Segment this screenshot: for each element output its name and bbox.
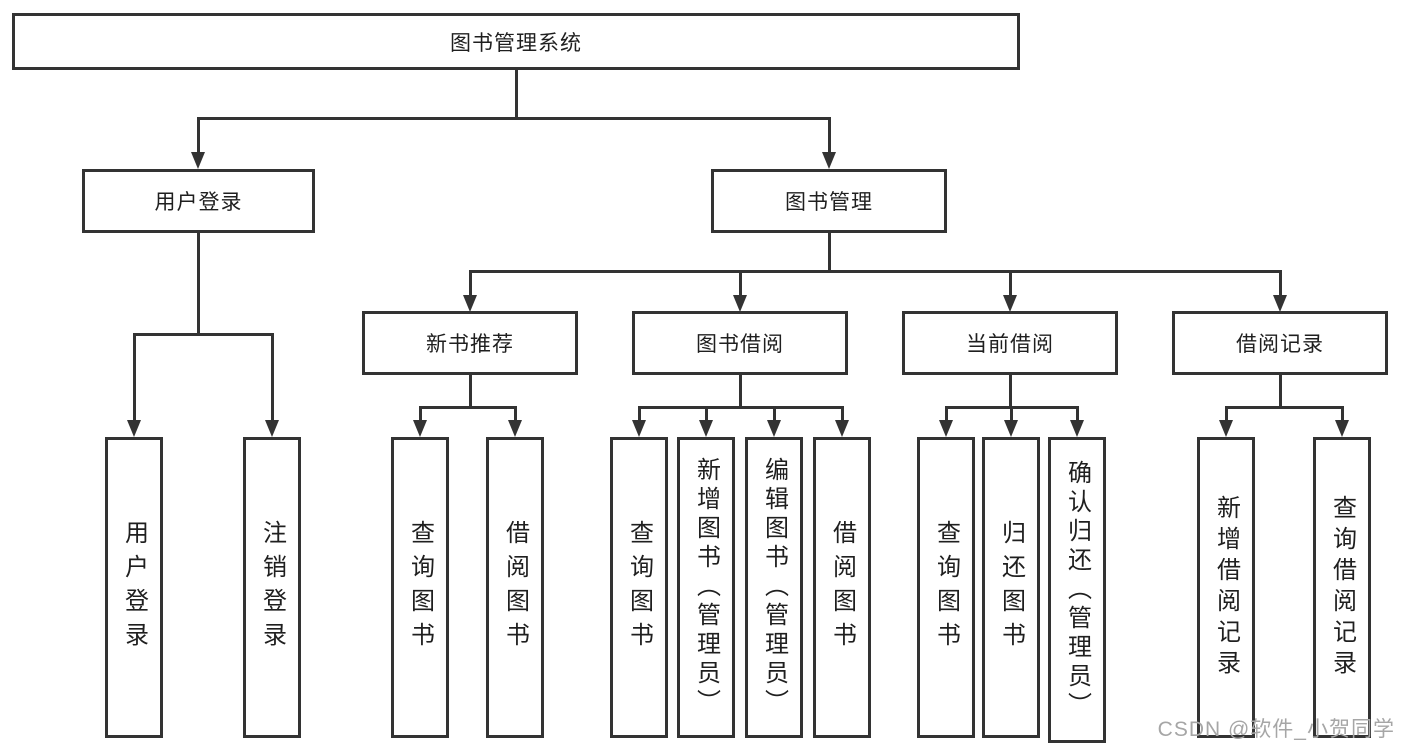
arrowhead-down-icon bbox=[632, 420, 646, 437]
connector-line bbox=[773, 406, 776, 422]
arrowhead-down-icon bbox=[413, 420, 427, 437]
node-book-management: 图书管理 bbox=[711, 169, 947, 233]
connector-line bbox=[133, 333, 273, 336]
arrowhead-down-icon bbox=[822, 152, 836, 169]
connector-line bbox=[638, 406, 641, 422]
connector-line bbox=[133, 333, 136, 421]
arrowhead-down-icon bbox=[508, 420, 522, 437]
leaf-user-login: 用户登录 bbox=[105, 437, 163, 738]
leaf-query-borrow-record-label: 查询借阅记录 bbox=[1328, 494, 1356, 681]
connector-line bbox=[1279, 375, 1282, 409]
leaf-return-books: 归还图书 bbox=[982, 437, 1040, 738]
leaf-query-books-1-label: 查询图书 bbox=[406, 519, 434, 656]
leaf-query-books-1: 查询图书 bbox=[391, 437, 449, 738]
leaf-edit-book-admin-label: 编辑图书（管理员） bbox=[760, 457, 788, 718]
arrowhead-down-icon bbox=[1335, 420, 1349, 437]
connector-line bbox=[469, 375, 472, 409]
connector-line bbox=[271, 333, 274, 421]
node-book-management-label: 图书管理 bbox=[785, 191, 873, 214]
leaf-add-borrow-record: 新增借阅记录 bbox=[1197, 437, 1255, 738]
leaf-query-books-3: 查询图书 bbox=[917, 437, 975, 738]
node-current-borrowing: 当前借阅 bbox=[902, 311, 1118, 375]
leaf-add-book-admin: 新增图书（管理员） bbox=[677, 437, 735, 738]
leaf-query-books-2-label: 查询图书 bbox=[625, 519, 653, 656]
arrowhead-down-icon bbox=[733, 295, 747, 312]
leaf-logout-login: 注销登录 bbox=[243, 437, 301, 738]
connector-line bbox=[1009, 375, 1012, 409]
node-book-borrowing: 图书借阅 bbox=[632, 311, 848, 375]
connector-line bbox=[705, 406, 708, 422]
connector-line bbox=[1225, 406, 1228, 422]
node-book-borrowing-label: 图书借阅 bbox=[696, 333, 784, 356]
leaf-return-books-label: 归还图书 bbox=[997, 519, 1025, 656]
node-new-book-recommend-label: 新书推荐 bbox=[426, 333, 514, 356]
arrowhead-down-icon bbox=[939, 420, 953, 437]
connector-line bbox=[1279, 270, 1282, 297]
arrowhead-down-icon bbox=[265, 420, 279, 437]
connector-line bbox=[739, 375, 742, 409]
connector-line bbox=[1009, 270, 1012, 297]
leaf-borrow-books-1-label: 借阅图书 bbox=[501, 519, 529, 656]
leaf-user-login-label: 用户登录 bbox=[120, 519, 148, 656]
leaf-query-borrow-record: 查询借阅记录 bbox=[1313, 437, 1371, 738]
node-new-book-recommend: 新书推荐 bbox=[362, 311, 578, 375]
connector-line bbox=[1225, 406, 1344, 409]
connector-line bbox=[419, 406, 422, 422]
arrowhead-down-icon bbox=[767, 420, 781, 437]
leaf-logout-login-label: 注销登录 bbox=[258, 519, 286, 656]
arrowhead-down-icon bbox=[699, 420, 713, 437]
connector-line bbox=[1341, 406, 1344, 422]
connector-line bbox=[739, 270, 742, 297]
connector-line bbox=[197, 117, 831, 120]
leaf-query-books-2: 查询图书 bbox=[610, 437, 668, 738]
connector-line bbox=[514, 406, 517, 422]
arrowhead-down-icon bbox=[1273, 295, 1287, 312]
arrowhead-down-icon bbox=[1219, 420, 1233, 437]
arrowhead-down-icon bbox=[1070, 420, 1084, 437]
node-library-system: 图书管理系统 bbox=[12, 13, 1020, 70]
leaf-add-book-admin-label: 新增图书（管理员） bbox=[692, 457, 720, 718]
node-user-login-label: 用户登录 bbox=[154, 191, 243, 214]
connector-line bbox=[1010, 406, 1013, 422]
connector-line bbox=[1076, 406, 1079, 422]
leaf-borrow-books-1: 借阅图书 bbox=[486, 437, 544, 738]
leaf-confirm-return-admin: 确认归还（管理员） bbox=[1048, 437, 1106, 743]
connector-line bbox=[515, 70, 518, 118]
arrowhead-down-icon bbox=[127, 420, 141, 437]
leaf-add-borrow-record-label: 新增借阅记录 bbox=[1212, 494, 1240, 681]
arrowhead-down-icon bbox=[463, 295, 477, 312]
node-user-login: 用户登录 bbox=[82, 169, 315, 233]
connector-line bbox=[469, 270, 1281, 273]
arrowhead-down-icon bbox=[1004, 420, 1018, 437]
csdn-watermark: CSDN @软件_小贺同学 bbox=[1157, 718, 1395, 741]
connector-line bbox=[197, 117, 200, 153]
connector-line bbox=[841, 406, 844, 422]
leaf-borrow-books-2: 借阅图书 bbox=[813, 437, 871, 738]
arrowhead-down-icon bbox=[835, 420, 849, 437]
leaf-query-books-3-label: 查询图书 bbox=[932, 519, 960, 656]
node-library-system-label: 图书管理系统 bbox=[450, 31, 582, 55]
connector-line bbox=[945, 406, 948, 422]
leaf-borrow-books-2-label: 借阅图书 bbox=[828, 519, 856, 656]
connector-line bbox=[469, 270, 472, 297]
node-borrowing-records: 借阅记录 bbox=[1172, 311, 1388, 375]
connector-line bbox=[828, 117, 831, 153]
leaf-confirm-return-admin-label: 确认归还（管理员） bbox=[1063, 459, 1091, 721]
arrowhead-down-icon bbox=[191, 152, 205, 169]
connector-line bbox=[419, 406, 517, 409]
leaf-edit-book-admin: 编辑图书（管理员） bbox=[745, 437, 803, 738]
connector-line bbox=[828, 233, 831, 273]
node-current-borrowing-label: 当前借阅 bbox=[966, 333, 1054, 356]
node-borrowing-records-label: 借阅记录 bbox=[1236, 333, 1324, 356]
arrowhead-down-icon bbox=[1003, 295, 1017, 312]
connector-line bbox=[638, 406, 844, 409]
connector-line bbox=[197, 233, 200, 335]
